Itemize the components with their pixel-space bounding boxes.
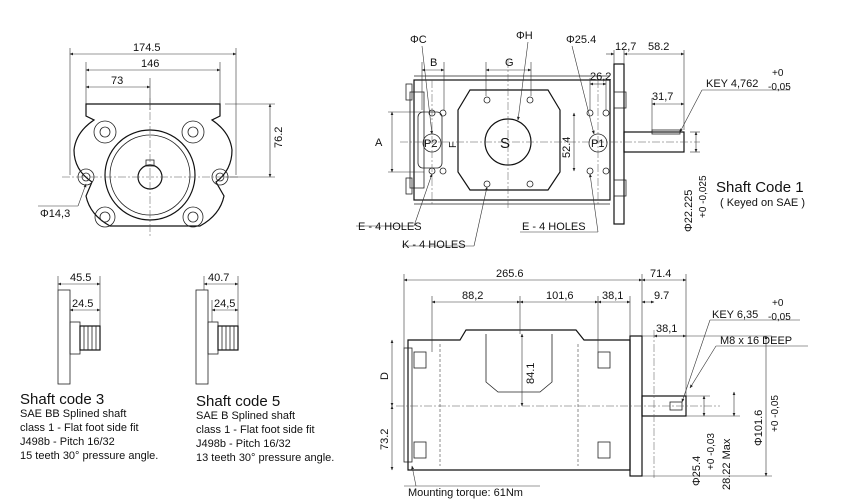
shaft5-line1: SAE B Splined shaft	[196, 410, 295, 422]
shaft3-line4: 15 teeth 30° pressure angle.	[20, 450, 158, 462]
shaft-code-1-title: Shaft Code 1	[716, 179, 804, 196]
dim-58-2: 58.2	[648, 41, 669, 53]
dim-12-7: 12,7	[615, 41, 636, 53]
shaft-25-4-tol: +0 -0,03	[706, 433, 717, 470]
dim-174-5: 174.5	[133, 42, 161, 54]
top-view: ΦC ΦH Φ25.4 B G A F P2 S P1 52.4	[356, 30, 805, 251]
dim-265-6: 265.6	[496, 268, 524, 280]
key-label: KEY 4,762	[706, 78, 758, 90]
key-tol-up: +0	[772, 68, 784, 79]
dim-24-5-a: 24.5	[72, 298, 93, 310]
e-holes-right: E - 4 HOLES	[522, 221, 586, 233]
label-phi-h: ΦH	[516, 30, 533, 42]
shaft-code-3: 45.5 24.5 Shaft code 3 SAE BB Splined sh…	[20, 272, 158, 462]
dim-73: 73	[111, 75, 123, 87]
label-s: S	[500, 135, 510, 152]
dim-71-4: 71.4	[650, 268, 671, 280]
shaft3-line1: SAE BB Splined shaft	[20, 408, 126, 420]
label-b: B	[430, 57, 437, 69]
mounting-torque: Mounting torque: 61Nm	[408, 487, 523, 499]
pilot-dia: Φ101.6	[753, 410, 765, 446]
dim-38-1-b: 38,1	[656, 323, 677, 335]
shaft-code-5-title: Shaft code 5	[196, 393, 280, 410]
label-phi-c: ΦC	[410, 34, 427, 46]
shaft-dia-25-4: Φ25.4	[691, 456, 703, 486]
dim-9-7: 9.7	[654, 290, 669, 302]
dim-24-5-b: 24,5	[214, 298, 235, 310]
front-view: 174.5 146 73 76.2	[38, 42, 285, 236]
thread-m8: M8 x 16 DEEP	[720, 335, 792, 347]
dim-101-6: 101,6	[546, 290, 574, 302]
dim-26-2: 26,2	[590, 71, 611, 83]
dim-31-7: 31,7	[652, 91, 673, 103]
key-tol-dn: -0,05	[768, 82, 791, 93]
key-6-35: KEY 6,35	[712, 309, 758, 321]
dim-52-4: 52.4	[561, 137, 573, 158]
shaft-code-5: 40.7 24,5 Shaft code 5 SAE B Splined sha…	[195, 272, 334, 464]
e-holes-left: E - 4 HOLES	[358, 221, 422, 233]
dim-84-1: 84.1	[525, 363, 537, 384]
shaft5-line4: 13 teeth 30° pressure angle.	[196, 452, 334, 464]
key-6-35-tol-dn: -0,05	[768, 312, 791, 323]
dim-40-7: 40.7	[208, 272, 229, 284]
label-d: D	[379, 372, 391, 380]
dim-88-2: 88,2	[462, 290, 483, 302]
dim-76-2: 76.2	[273, 127, 285, 148]
shaft3-line3: J498b - Pitch 16/32	[20, 436, 115, 448]
dim-28-22-max: 28.22 Max	[721, 438, 733, 490]
label-a: A	[375, 137, 383, 149]
shaft-dia-tol: +0 -0,025	[698, 175, 709, 218]
hole-callout: Φ14,3	[40, 208, 70, 220]
dim-45-5: 45.5	[70, 272, 91, 284]
shaft5-line3: J498b - Pitch 16/32	[196, 438, 291, 450]
shaft5-line2: class 1 - Flat foot side fit	[196, 424, 315, 436]
dim-38-1-a: 38,1	[602, 290, 623, 302]
side-view: 265.6 71.4 88,2 101,6 38,1 9.7 38,1 KEY …	[379, 268, 808, 499]
shaft-code-1-note: ( Keyed on SAE )	[720, 197, 805, 209]
k-holes: K - 4 HOLES	[402, 239, 466, 251]
shaft-dia: Φ22.225	[683, 190, 695, 232]
shaft3-line2: class 1 - Flat foot side fit	[20, 422, 139, 434]
shaft-code-3-title: Shaft code 3	[20, 391, 104, 408]
pilot-tol: +0 -0,05	[770, 395, 781, 432]
label-f: F	[448, 142, 459, 148]
label-p1: P1	[591, 138, 604, 150]
label-g: G	[505, 57, 514, 69]
label-phi-25-4: Φ25.4	[566, 34, 596, 46]
label-p2: P2	[424, 138, 437, 150]
dim-146: 146	[141, 58, 159, 70]
dim-73-2: 73.2	[379, 429, 391, 450]
key-6-35-tol-up: +0	[772, 298, 784, 309]
